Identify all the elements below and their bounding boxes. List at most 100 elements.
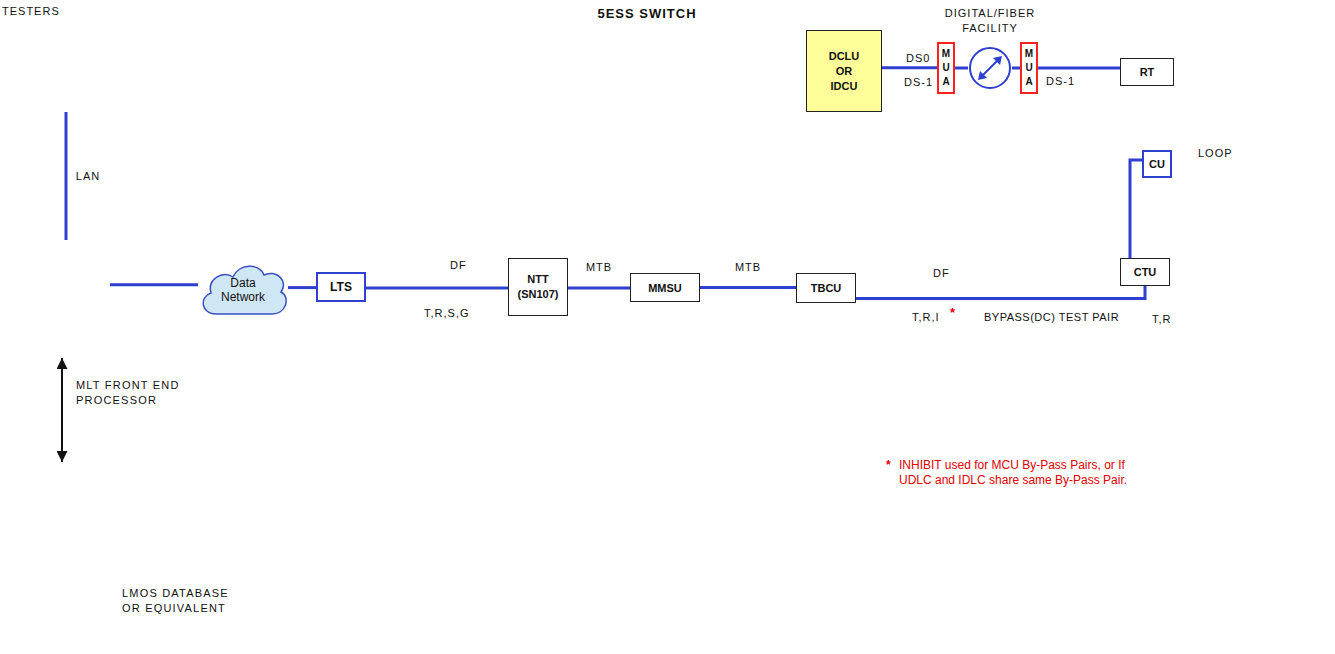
process-box: NTT (SN107) [508, 258, 568, 316]
connector [856, 286, 1145, 299]
facility-circle: DIGITAL/FIBER FACILITY [968, 46, 1012, 90]
process-box: TBCU [796, 273, 856, 303]
connector [1012, 67, 1020, 70]
testers-photo [54, 84, 84, 96]
server-tower [30, 240, 110, 358]
testers-photo [29, 38, 52, 66]
signal-label: LOOP [1198, 146, 1233, 160]
process-box: DCLU OR IDCU [806, 30, 882, 112]
testers-photo [30, 42, 50, 66]
yellow-band [498, 252, 884, 332]
switch-photo [490, 91, 491, 402]
equipment-rack [1085, 52, 1192, 308]
connector [1130, 160, 1142, 258]
testers-photo [10, 92, 122, 112]
switch-photo [745, 103, 746, 392]
testers-photo [70, 48, 108, 76]
testers-photo [14, 68, 66, 112]
equipment-rack [1100, 190, 1178, 246]
switch-photo [410, 380, 884, 428]
cloud-outline [203, 266, 286, 314]
node-label: DIGITAL/FIBER FACILITY [933, 6, 1047, 36]
connector [110, 283, 198, 286]
testers-photo [66, 44, 112, 80]
switch-photo [700, 80, 884, 428]
switch-photo [760, 200, 766, 210]
switch-photo [410, 28, 884, 428]
switch-photo [450, 81, 451, 415]
note-text: INHIBIT used for MCU By-Pass Pairs, or I… [899, 458, 1139, 488]
edge-label: MTB [586, 260, 612, 274]
connector [568, 286, 630, 289]
node-label: 5ESS SWITCH [410, 6, 884, 22]
equipment-rack [1094, 60, 1184, 300]
switch-frame: 5ESS SWITCHDCLU OR IDCUNTT (SN107)MMSUTB… [410, 28, 884, 428]
mux-box: M U A [937, 42, 955, 94]
signal-label: DS-1 [1046, 74, 1075, 88]
testers-photo [88, 24, 110, 40]
database-server [36, 492, 92, 502]
switch-photo [792, 95, 793, 404]
circle-outline [968, 46, 1012, 90]
node-label: LTS [330, 280, 352, 295]
connector [1038, 67, 1120, 70]
note-marker: * [950, 305, 956, 321]
server-tower [96, 240, 110, 358]
testers-photo [10, 24, 122, 112]
equipment-rack [1100, 96, 1178, 136]
switch-photo [528, 101, 529, 390]
database-server [59, 535, 69, 545]
telephone [1266, 162, 1326, 204]
node-label: MMSU [648, 281, 682, 295]
connector [366, 286, 508, 289]
facility-arrow [993, 56, 1002, 65]
database-server [36, 560, 92, 586]
database-server [36, 478, 92, 488]
switch-photo [740, 40, 790, 48]
connector [288, 286, 316, 289]
testers-photo [10, 24, 122, 112]
switch-photo [505, 360, 511, 370]
photo-node: TESTERS [10, 24, 122, 112]
signal-label: T,R,S,G [424, 306, 470, 320]
rack-unit: CTU [1120, 258, 1170, 286]
switch-photo [640, 46, 710, 56]
node-label: CU [1149, 157, 1165, 171]
telephone [1298, 132, 1304, 150]
node-label: DCLU OR IDCU [824, 49, 864, 94]
connector [61, 358, 63, 462]
frame-label: DF [450, 258, 467, 272]
edge-label: LAN [76, 169, 100, 183]
computer-node: LMOS DATABASE OR EQUIVALENT [22, 462, 106, 600]
node-label: RT [1140, 65, 1155, 79]
facility-arrow [978, 71, 987, 80]
node-label: LMOS DATABASE OR EQUIVALENT [122, 586, 247, 616]
node-label: TBCU [811, 281, 842, 295]
cloud-node: Data Network [198, 260, 288, 320]
node-label: Data Network [214, 276, 272, 304]
switch-photo [410, 28, 884, 428]
computer-node: MLT FRONT END PROCESSOR [30, 240, 110, 358]
rack-unit: CU [1142, 150, 1172, 178]
database-server [22, 462, 106, 600]
node-label: NTT (SN107) [512, 272, 564, 302]
edge-label: MTB [735, 260, 761, 274]
switch-photo [560, 110, 700, 380]
database-server [30, 470, 98, 592]
signal-label: BYPASS(DC) TEST PAIR [984, 310, 1119, 324]
switch-photo [466, 210, 472, 220]
signal-label: T,R,I [912, 310, 940, 324]
signal-label: T,R [1152, 312, 1172, 326]
node-label: TESTERS [2, 4, 132, 18]
database-server [22, 462, 106, 600]
note-marker: * [886, 458, 891, 473]
node-label: CTU [1134, 265, 1157, 279]
switch-photo [410, 28, 884, 120]
server-tower [36, 254, 90, 350]
equipment-rack [1112, 60, 1113, 300]
node-label: MLT FRONT END PROCESSOR [76, 378, 226, 408]
equipment-rack [1107, 60, 1109, 300]
process-box: LTS [316, 272, 366, 302]
